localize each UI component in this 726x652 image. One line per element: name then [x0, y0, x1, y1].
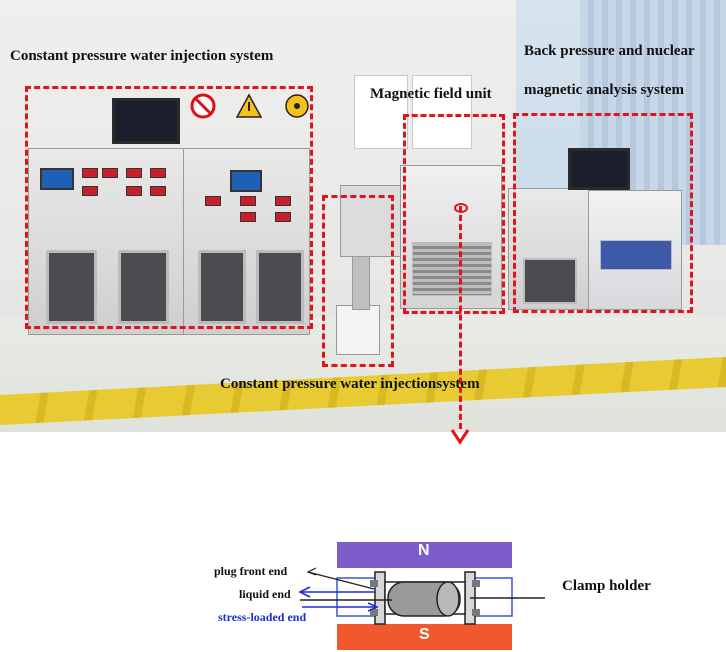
left-clamp-plate [374, 571, 386, 625]
cabinet-display-led [150, 186, 166, 196]
bolt [370, 609, 378, 616]
magnetic-unit-box [403, 114, 505, 314]
vent-grille [412, 242, 492, 296]
magnetic-field-label: Magnetic field unit [370, 86, 492, 102]
cabinet-display-led [82, 168, 98, 178]
bolt [472, 609, 480, 616]
cabinet-door [46, 250, 97, 324]
plug-front-end-label: plug front end [214, 564, 288, 578]
injection-system-bottom-label: Constant pressure water injectionsystem [220, 376, 480, 392]
cabinet-door [118, 250, 169, 324]
stand-base-unit [336, 305, 380, 355]
north-magnet [337, 542, 512, 568]
cabinet-display-led [126, 186, 142, 196]
stress-loaded-end-label: stress-loaded end [218, 610, 307, 624]
bolt [370, 580, 378, 587]
wall-notice-board [354, 75, 408, 149]
cabinet-door [256, 250, 304, 324]
cabinet-screen [40, 168, 74, 190]
no-fire-sign-icon [190, 93, 216, 119]
back-pressure-label-line2: magnetic analysis system [524, 82, 684, 98]
clamp-holder-diagram: N S plug front end liquid end stress-loa… [0, 432, 726, 652]
ventilation-sign-icon [285, 94, 309, 118]
schematic-svg [298, 542, 545, 650]
injection-stand-box [322, 195, 394, 367]
stress-arrowhead-icon [298, 586, 311, 598]
analyzer-window [600, 240, 672, 270]
cabinet-display-led [150, 168, 166, 178]
liquid-end-label: liquid end [239, 587, 291, 601]
dashed-arrow-line [459, 206, 462, 432]
cabinet-display-led [240, 196, 256, 206]
cabinet-display-led [82, 186, 98, 196]
back-pressure-box [513, 113, 693, 313]
injection-system-box [25, 86, 313, 329]
cabinet-display-led [275, 212, 291, 222]
cabinet-door [198, 250, 246, 324]
cabinet-display-led [240, 212, 256, 222]
plug-leader-line [307, 571, 375, 590]
south-label: S [419, 626, 430, 643]
north-label: N [418, 542, 430, 559]
south-magnet [337, 624, 512, 650]
computer-monitor [112, 98, 180, 144]
cabinet-screen [230, 170, 262, 192]
cabinet-display-led [102, 168, 118, 178]
clamp-holder-label: Clamp holder [562, 578, 651, 594]
core-end [436, 581, 460, 617]
back-pressure-label-line1: Back pressure and nuclear [524, 43, 695, 59]
cabinet-display-led [126, 168, 142, 178]
arrow-origin-marker-icon [454, 203, 468, 213]
arrowhead-icon [450, 429, 470, 445]
wall-notice-board [412, 75, 472, 149]
plug-arrowhead-icon [306, 567, 317, 576]
cabinet-display-led [205, 196, 221, 206]
cabinet-display-led [275, 196, 291, 206]
stress-arrowhead-icon [367, 602, 379, 612]
warning-sign-icon [236, 93, 262, 118]
injection-system-label: Constant pressure water injection system [10, 48, 274, 64]
computer-monitor [568, 148, 630, 190]
cabinet-door [523, 258, 577, 304]
bolt [472, 580, 480, 587]
lab-photo: Constant pressure water injection system… [0, 0, 726, 432]
